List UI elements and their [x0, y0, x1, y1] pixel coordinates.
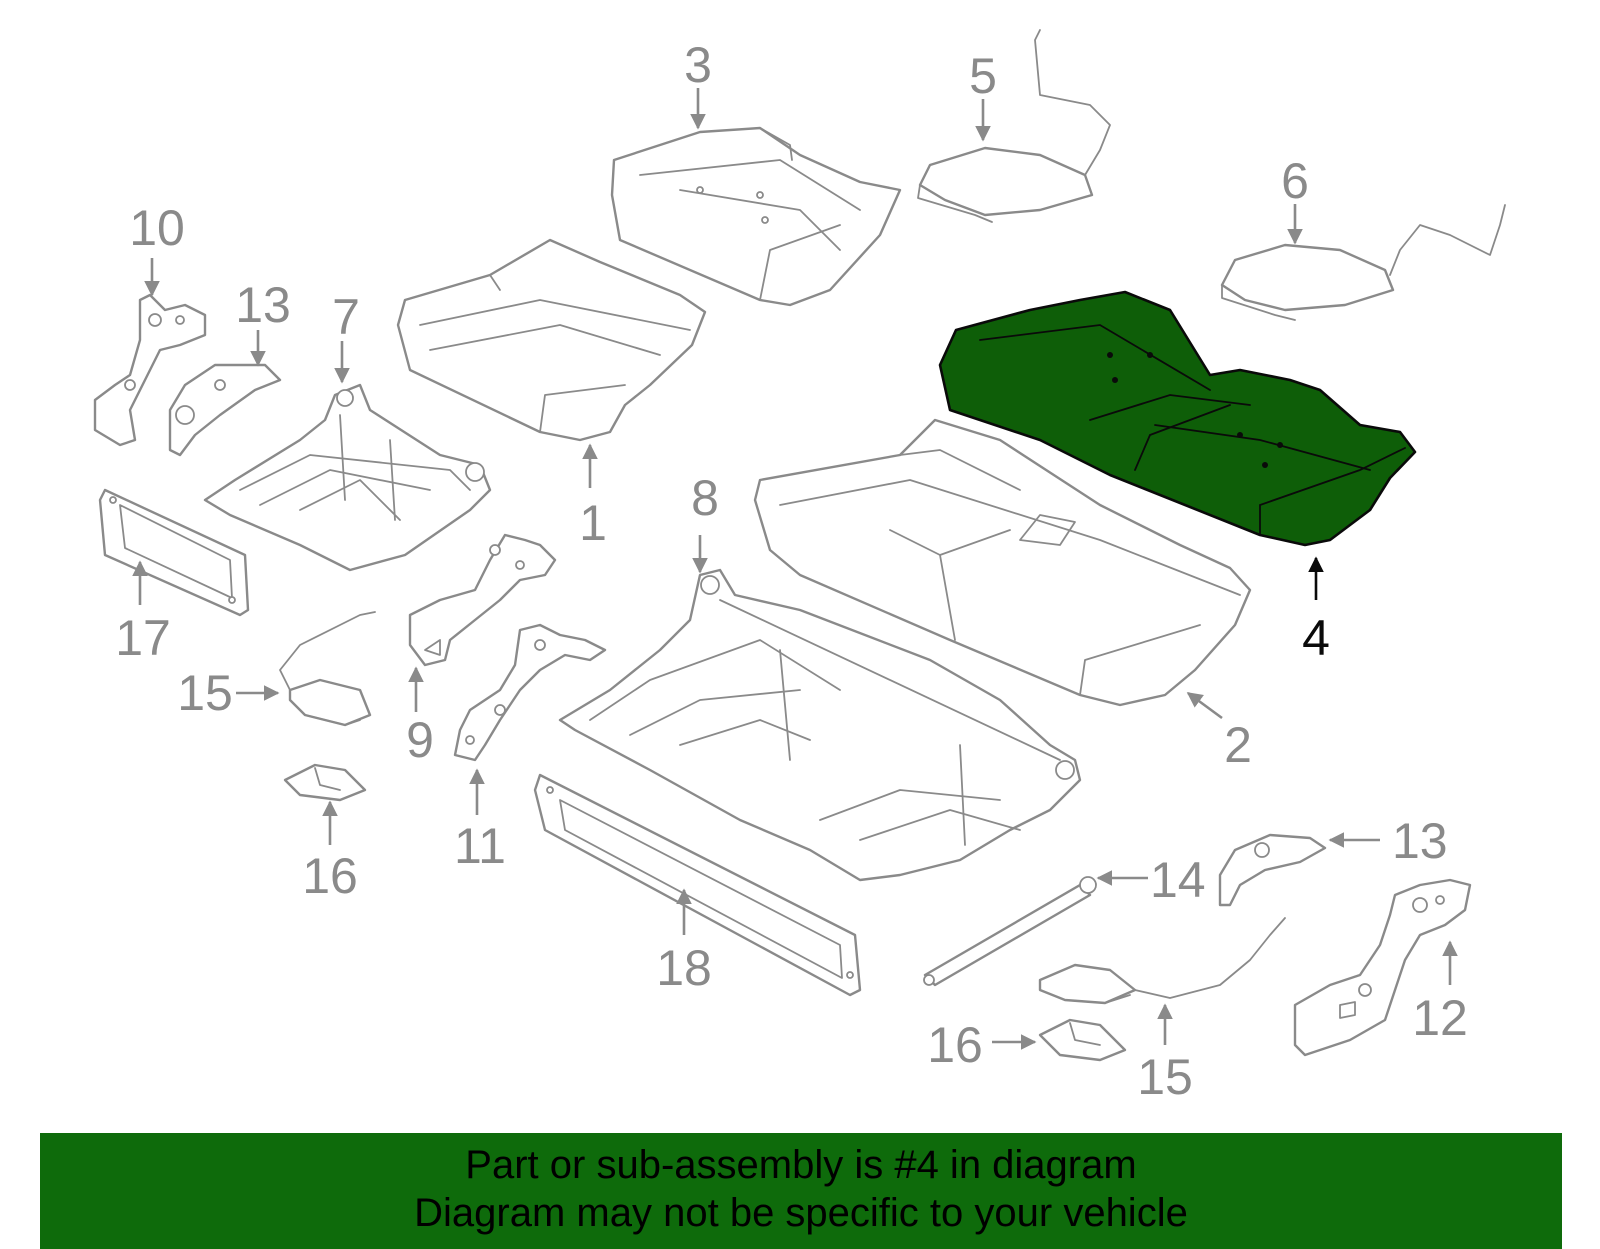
banner-line-1: Part or sub-assembly is #4 in diagram [465, 1143, 1137, 1187]
banner-line-2: Diagram may not be specific to your vehi… [414, 1191, 1188, 1235]
part-9-bracket[interactable] [408, 533, 557, 667]
part-5-heater[interactable] [917, 29, 1111, 223]
label-16-left: 16 [302, 848, 358, 904]
part-10-bracket[interactable] [93, 293, 207, 447]
part-15-sensor-left[interactable] [279, 611, 376, 727]
label-15-right: 15 [1137, 1049, 1193, 1105]
label-9: 9 [406, 712, 434, 768]
label-18: 18 [656, 940, 712, 996]
part-3-cushion[interactable] [610, 126, 902, 307]
part-2-cushion[interactable] [753, 418, 1252, 707]
label-12: 12 [1412, 990, 1468, 1046]
label-11: 11 [454, 818, 506, 874]
part-6-heater[interactable] [1220, 204, 1506, 321]
label-8: 8 [691, 470, 719, 526]
label-1: 1 [579, 495, 607, 551]
part-11-bracket[interactable] [453, 623, 607, 762]
callout-labels: 3 1 5 6 4 7 8 9 10 13 17 15 16 11 18 2 1… [115, 37, 1468, 1105]
part-18-rail[interactable] [533, 773, 862, 997]
label-3: 3 [684, 37, 712, 93]
label-17: 17 [115, 610, 171, 666]
part-12-bracket[interactable] [1293, 878, 1472, 1057]
label-16-right: 16 [927, 1017, 983, 1073]
part-8-frame[interactable] [558, 568, 1082, 882]
label-7: 7 [332, 289, 360, 345]
label-5: 5 [969, 48, 997, 104]
part-14-strut[interactable] [923, 876, 1097, 987]
part-15-sensor-right[interactable] [1038, 917, 1286, 1005]
callout-arrows [132, 88, 1458, 1050]
part-17-rail[interactable] [98, 488, 250, 617]
label-2: 2 [1224, 717, 1252, 773]
label-13-right: 13 [1392, 813, 1448, 869]
part-13-bracket-right[interactable] [1218, 833, 1327, 907]
part-1-cushion[interactable] [396, 238, 707, 442]
label-4: 4 [1302, 610, 1330, 666]
part-16-bezel-right[interactable] [1038, 1018, 1127, 1062]
label-13-left: 13 [235, 277, 291, 333]
label-15-left: 15 [177, 665, 233, 721]
label-14: 14 [1150, 852, 1206, 908]
label-10: 10 [129, 200, 185, 256]
info-banner: Part or sub-assembly is #4 in diagram Di… [40, 1133, 1562, 1249]
part-7-frame[interactable] [203, 383, 492, 572]
label-6: 6 [1281, 153, 1309, 209]
part-16-bezel-left[interactable] [283, 763, 367, 802]
part-4-cushion-highlighted[interactable] [938, 290, 1417, 547]
part-13-bracket-left[interactable] [168, 363, 282, 457]
